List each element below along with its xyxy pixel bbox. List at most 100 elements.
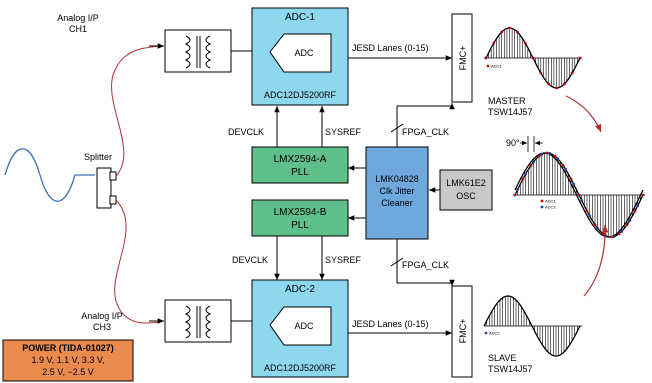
sample-dot [540, 153, 544, 156]
sample-dot [580, 199, 584, 202]
master-waveform: ADC1 [484, 26, 582, 90]
master-label: MASTER [488, 96, 526, 106]
sample-dot [532, 160, 536, 164]
jesd-label-top: JESD Lanes (0-15) [352, 43, 429, 53]
devclk-label-top: DEVCLK [228, 127, 264, 137]
adc2-title: ADC-2 [285, 284, 315, 295]
sample-dot [636, 204, 640, 208]
adc2-block [251, 279, 349, 378]
sample-dot [545, 151, 549, 155]
sample-dot [609, 235, 613, 239]
fmc-label-top: FMC+ [458, 46, 468, 71]
sample-dot [537, 154, 541, 158]
sample-dot [601, 232, 605, 236]
sample-dot [529, 163, 533, 167]
sample-dot [572, 182, 576, 186]
splitter-label: Splitter [84, 152, 112, 162]
fpga-clk-label-top: FPGA_CLK [402, 127, 449, 137]
input-ch1-label-line1: Analog I/P [57, 13, 99, 23]
rf-cable-ch1 [111, 45, 161, 177]
sample-dot [539, 71, 543, 75]
sample-dot [513, 193, 517, 197]
sample-dot [556, 157, 560, 161]
power-title: POWER (TIDA-01027) [22, 343, 114, 353]
sample-dot [617, 232, 621, 236]
sample-dot [561, 163, 565, 167]
master-legend-adc1: ADC1 [491, 64, 502, 69]
jesd-label-bottom: JESD Lanes (0-15) [352, 319, 429, 329]
adc1-part-label: ADC12DJ5200RF [264, 90, 337, 100]
splitter-block [96, 167, 117, 209]
sample-dot [620, 230, 624, 233]
slave-label: SLAVE [488, 353, 516, 363]
sample-dot [578, 56, 582, 60]
sysref-label-bottom: SYSREF [325, 255, 362, 265]
sample-dot [553, 154, 557, 158]
fmc-label-bottom: FMC+ [458, 319, 468, 344]
adc2-part-label: ADC12DJ5200RF [264, 363, 337, 373]
adc1-core-label: ADC [294, 48, 314, 58]
sample-dot [593, 223, 597, 227]
phase-offset-label: 90° [506, 138, 520, 148]
sample-dot [531, 56, 535, 60]
sample-dot [516, 188, 520, 191]
sample-dot [612, 235, 616, 239]
sample-dot [492, 41, 496, 45]
sample-dot [625, 223, 629, 227]
sample-dot [588, 214, 592, 218]
power-block [2, 339, 134, 382]
sample-dot [564, 168, 568, 171]
sample-dot [521, 177, 525, 181]
sample-dot [555, 86, 558, 90]
sample-dot [524, 172, 528, 176]
sample-dot [628, 219, 632, 223]
osc-type: OSC [456, 191, 476, 201]
pll-b-type: PLL [291, 220, 309, 231]
pll-b-name: LMX2594-B [274, 207, 327, 218]
fmc-connector-bottom [451, 285, 473, 378]
cleaner-line2: Clk Jitter [379, 186, 414, 196]
combined-legend-adc2: ADC2 [545, 205, 556, 210]
input-ch1-label-line2: CH1 [69, 24, 87, 34]
slave-board: TSW14J57 [488, 364, 533, 374]
master-board: TSW14J57 [488, 107, 533, 117]
sample-dot [484, 56, 488, 60]
sample-dot [596, 226, 600, 230]
sample-dot [500, 30, 504, 34]
sysref-label-top: SYSREF [325, 127, 362, 137]
devclk-label-bottom: DEVCLK [232, 255, 268, 265]
sample-dot [569, 177, 573, 181]
slave-waveform: ADC2 [483, 295, 582, 357]
sample-dot [523, 41, 527, 45]
merge-arrow-top [565, 95, 602, 133]
combined-legend-adc1: ADC1 [545, 199, 556, 204]
merge-arrow-bottom [583, 224, 609, 297]
adc1-block [251, 7, 349, 106]
cleaner-name: LMK04828 [375, 174, 419, 184]
pll-a-name: LMX2594-A [274, 154, 327, 165]
sample-dot [633, 209, 637, 213]
input-ch3-label-line2: CH3 [93, 322, 111, 332]
sample-dot [570, 71, 574, 75]
balun-transformer-bottom [164, 299, 232, 343]
power-rails-line1: 1.9 V, 1.1 V, 3.3 V, [31, 355, 104, 365]
pll-b-block [251, 199, 349, 237]
adc1-title: ADC-1 [285, 12, 315, 23]
fmc-connector-top [451, 13, 473, 103]
sample-dot [585, 209, 589, 213]
slave-legend-adc2: ADC2 [489, 331, 500, 336]
oscillator-block [439, 169, 493, 211]
combined-waveform: ADC1 ADC2 [513, 136, 645, 239]
rf-cable-ch3 [114, 199, 161, 324]
power-rails-line2: 2.5 V, −2.5 V [42, 367, 93, 377]
source-sine-wave [4, 148, 95, 202]
sample-dot [577, 193, 581, 197]
sample-dot [515, 30, 519, 34]
pll-a-type: PLL [291, 167, 309, 178]
sample-dot [641, 193, 645, 197]
pll-a-block [251, 146, 349, 184]
sample-dot [547, 82, 551, 86]
cleaner-line3: Cleaner [381, 198, 413, 208]
fpga-clk-label-bottom: FPGA_CLK [402, 260, 449, 270]
